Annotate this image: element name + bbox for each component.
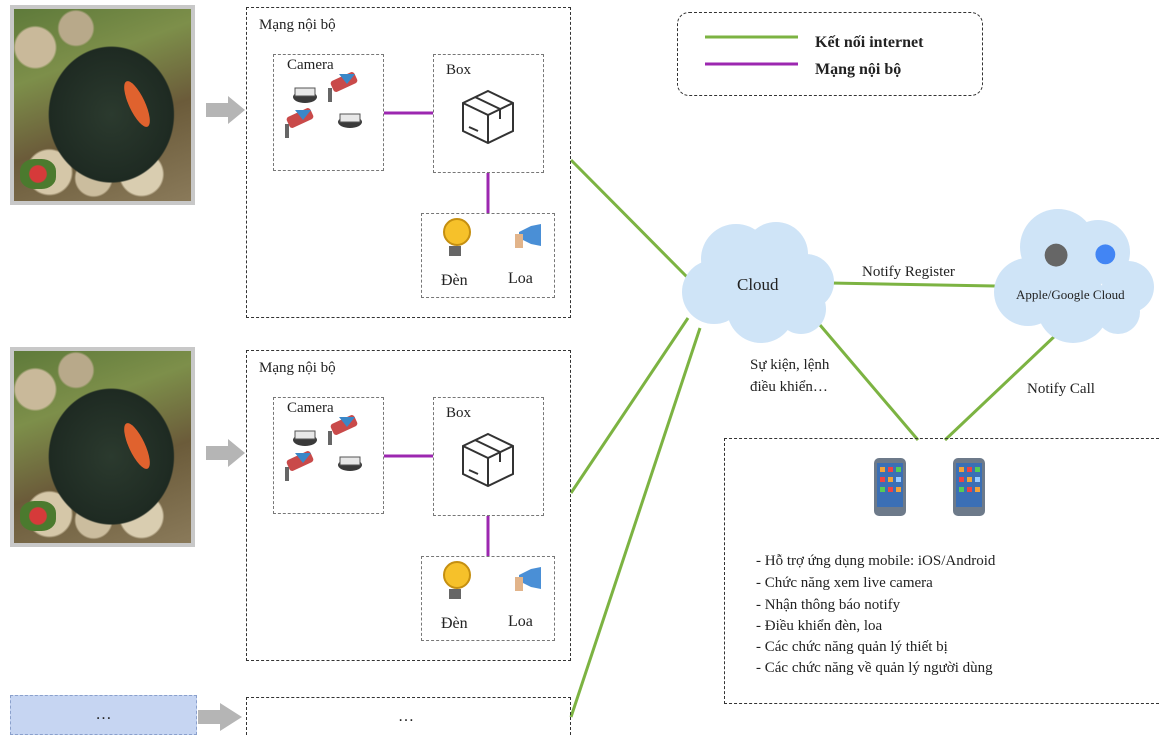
mobile-area [724, 438, 1159, 704]
camera-icon [293, 430, 362, 471]
arrow-pond2 [206, 439, 245, 467]
apple-google-cloud-icon [994, 209, 1154, 343]
light-bulb-icon [441, 561, 471, 601]
site-2-title: Mạng nội bộ [259, 360, 336, 376]
site-2-speaker-label: Loa [508, 613, 533, 630]
apple-icon: ● [1043, 236, 1070, 271]
site-1-light-label: Đèn [441, 272, 468, 289]
site-1-camera-icons [285, 72, 362, 138]
camera-icon [293, 87, 362, 128]
arrow-ellipsis [198, 703, 242, 731]
legend [677, 12, 983, 96]
notify-register-link [829, 281, 996, 288]
box-icon [462, 89, 514, 145]
site-2-box-label: Box [446, 405, 472, 421]
pond-image-1 [10, 5, 195, 205]
internet-link-site3 [569, 327, 702, 718]
site-1-camera-group [273, 54, 384, 171]
site-2-camera-icons [285, 415, 362, 481]
ellipsis-node: … [10, 695, 197, 735]
feature-item: - Hỗ trợ ứng dụng mobile: iOS/Android [756, 553, 996, 569]
site-2-devices-group [421, 556, 555, 641]
site-1-devices-group [421, 213, 555, 298]
speaker-icon [513, 565, 547, 595]
apple-google-cloud-label: Apple/Google Cloud [1016, 287, 1125, 302]
site-3-ellipsis: … [398, 708, 414, 725]
site-1-title: Mạng nội bộ [259, 17, 336, 33]
site-1-box-label: Box [446, 62, 472, 78]
site-1 [246, 7, 571, 318]
notify-register-label: Notify Register [862, 264, 955, 280]
cctv-icon [285, 72, 358, 138]
arrow-pond1 [206, 96, 245, 124]
site-2-box-group [433, 397, 544, 516]
feature-item: - Các chức năng quản lý thiết bị [756, 639, 948, 655]
cloud-icon [682, 222, 834, 343]
site-3 [246, 697, 571, 735]
internet-link-site1 [569, 158, 690, 280]
legend-lan-label: Mạng nội bộ [815, 61, 902, 78]
events-link [818, 324, 920, 441]
site-2-camera-label: Camera [287, 400, 334, 416]
pond-image-2 [10, 347, 195, 547]
site-2-light-label: Đèn [441, 615, 468, 632]
phone-icon [953, 458, 985, 516]
feature-item: - Các chức năng về quản lý người dùng [756, 660, 993, 676]
events-label-line2: điều khiển… [750, 379, 828, 395]
cctv-icon [285, 415, 358, 481]
feature-item: - Chức năng xem live camera [756, 575, 933, 591]
legend-internet-label: Kết nối internet [815, 34, 924, 51]
site-1-box-group [433, 54, 544, 173]
feature-item: - Nhận thông báo notify [756, 597, 901, 613]
events-label-line1: Sự kiện, lệnh [750, 357, 830, 373]
internet-link-site2 [569, 317, 690, 494]
ellipsis-node-label: … [95, 706, 112, 723]
notify-call-label: Notify Call [1027, 381, 1095, 397]
site-1-camera-label: Camera [287, 57, 334, 73]
cloud-label: Cloud [737, 275, 779, 294]
feature-item: - Điều khiển đèn, loa [756, 618, 883, 634]
speaker-icon [513, 222, 547, 252]
site-2-camera-group [273, 397, 384, 514]
site-2 [246, 350, 571, 661]
box-icon [462, 432, 514, 488]
site-1-speaker-label: Loa [508, 270, 533, 287]
phone-icon [874, 458, 906, 516]
light-bulb-icon [441, 218, 471, 258]
notify-call-link [943, 331, 1060, 442]
google-icon: ● [1094, 238, 1117, 268]
